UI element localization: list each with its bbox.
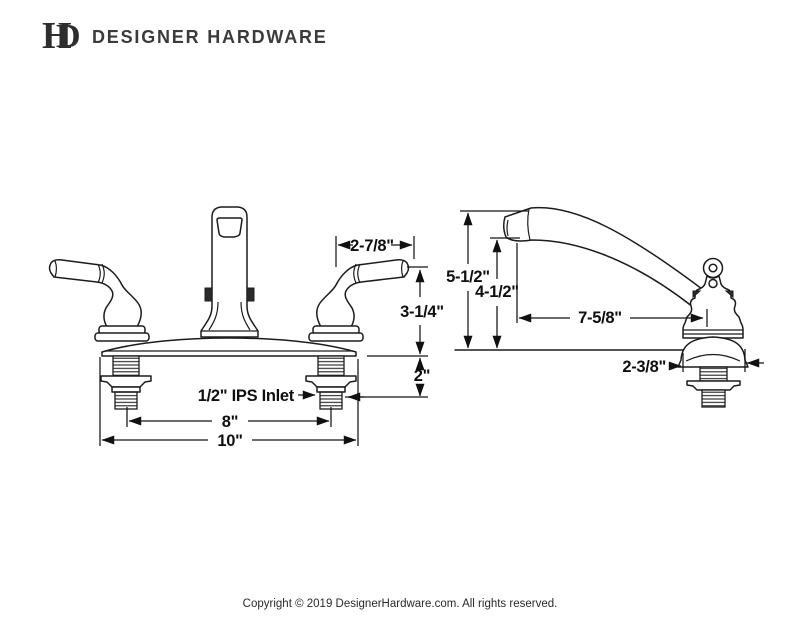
shank-left <box>100 355 152 410</box>
front-dimensions: 2-7/8" 3-1/4" 2" 1/2" IPS Inlet <box>99 236 444 450</box>
dim-label-faucet-centers: 8" <box>222 413 238 431</box>
logo-letter-d: D <box>56 18 81 55</box>
pivot-pin <box>708 278 718 289</box>
side-view-drawing: 5-1/2" 4-1/2" 7-5/8" 2-3/8" <box>446 206 764 408</box>
column-tab-right <box>246 287 255 302</box>
spout-side <box>502 206 707 308</box>
dim-label-handle-height: 3-1/4" <box>400 303 444 321</box>
valve-body-side <box>682 257 744 339</box>
base-dome <box>677 336 749 368</box>
dim-label-shank-length: 2" <box>414 367 430 385</box>
handle-left <box>48 259 150 342</box>
logo-letter-h: H <box>42 15 72 57</box>
column-tab-left <box>204 287 213 302</box>
header: H D DESIGNER HARDWARE <box>0 0 800 70</box>
body-notch-left <box>692 290 702 299</box>
dim-label-spout-reach: 7-5/8" <box>578 309 622 327</box>
shank-right <box>305 355 357 410</box>
side-dimensions: 5-1/2" 4-1/2" 7-5/8" 2-3/8" <box>446 210 764 376</box>
copyright-notice: Copyright © 2019 DesignerHardware.com. A… <box>242 598 558 610</box>
dim-label-overall-width: 10" <box>217 432 242 450</box>
dim-label-spout-height: 4-1/2" <box>475 283 519 301</box>
dim-label-handle-width: 2-7/8" <box>350 237 394 255</box>
base-and-shank-side <box>677 336 749 408</box>
dim-label-overall-height: 5-1/2" <box>446 268 490 286</box>
dim-label-base-width: 2-3/8" <box>622 358 666 376</box>
brand-name: DESIGNER HARDWARE <box>92 27 328 47</box>
brand-logo-icon: H D <box>42 14 88 60</box>
spout-opening <box>216 217 243 238</box>
body-notch-right <box>724 290 734 299</box>
handle-right <box>308 259 410 342</box>
front-view-drawing: 2-7/8" 3-1/4" 2" 1/2" IPS Inlet <box>48 206 444 450</box>
spout-column-front <box>200 206 259 338</box>
inlet-callout-label: 1/2" IPS Inlet <box>198 387 295 405</box>
